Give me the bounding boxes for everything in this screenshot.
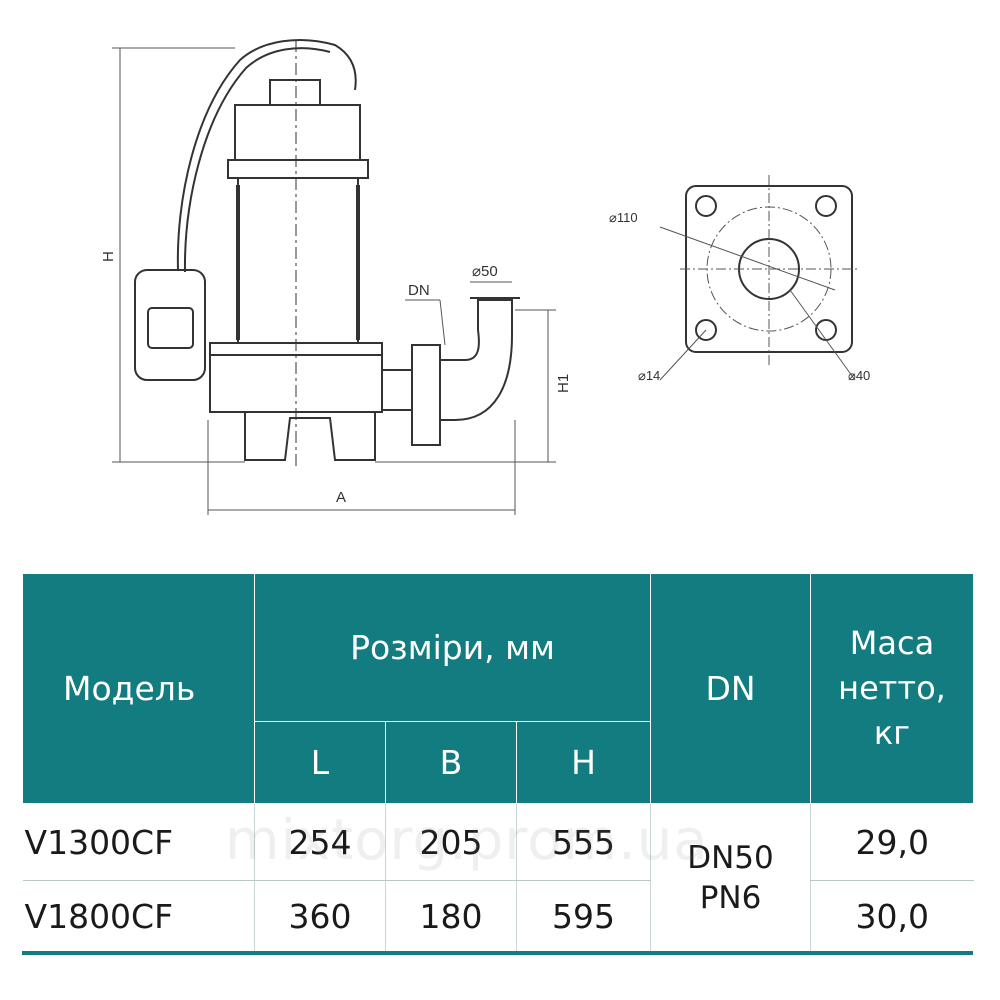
cell-dn: DN50 PN6 bbox=[650, 803, 811, 951]
pump-feet bbox=[244, 412, 376, 461]
cell-mass: 30,0 bbox=[810, 880, 974, 951]
label-bore: ⌀40 bbox=[848, 368, 870, 383]
power-cable bbox=[183, 47, 331, 273]
outlet-flange bbox=[411, 344, 441, 446]
table-row: V1800CF 360 180 595 30,0 bbox=[23, 880, 974, 951]
motor-cap bbox=[234, 104, 361, 161]
cell-dn-line: PN6 bbox=[699, 879, 762, 916]
label-dn: DN bbox=[408, 282, 430, 299]
header-mass: Маса нетто, кг bbox=[810, 573, 974, 804]
cell-h: 595 bbox=[516, 880, 651, 951]
cell-dn-line: DN50 bbox=[687, 839, 774, 876]
cell-l: 254 bbox=[254, 803, 386, 881]
header-mass-line: Маса bbox=[849, 624, 935, 662]
table-row: V1300CF 254 205 555 DN50 PN6 29,0 bbox=[22, 803, 974, 951]
header-dimensions: Розміри, мм bbox=[254, 573, 651, 722]
label-a: A bbox=[336, 489, 346, 506]
cell-b: 205 bbox=[385, 803, 517, 881]
header-mass-line: кг bbox=[873, 714, 911, 752]
header-model: Модель bbox=[22, 573, 255, 804]
pump-technical-drawing: H H1 A DN ⌀50 ⌀110 ⌀14 ⌀40 bbox=[100, 39, 870, 515]
cell-l: 360 bbox=[254, 880, 386, 951]
power-cable bbox=[176, 39, 357, 271]
bolt-hole bbox=[815, 195, 837, 217]
header-dim-b: B bbox=[385, 721, 517, 804]
cell-mass: 29,0 bbox=[810, 803, 974, 881]
outlet-elbow bbox=[440, 299, 513, 421]
table-bottom-rule bbox=[22, 951, 973, 955]
cell-model: V1800CF bbox=[24, 896, 174, 936]
cell-b: 180 bbox=[385, 880, 517, 951]
spec-table: Модель Розміри, мм DN Маса нетто, кг L B… bbox=[22, 573, 974, 951]
label-bolt-hole: ⌀14 bbox=[638, 368, 660, 383]
header-dim-h: H bbox=[516, 721, 651, 804]
header-dn: DN bbox=[650, 573, 811, 804]
cell-model: V1300CF bbox=[22, 803, 255, 881]
pump-housing bbox=[209, 354, 383, 413]
cell-h: 555 bbox=[516, 803, 651, 881]
label-outlet-diameter: ⌀50 bbox=[472, 263, 498, 280]
float-switch bbox=[134, 269, 206, 381]
label-h: H bbox=[100, 251, 117, 262]
motor-body bbox=[237, 177, 359, 344]
header-dim-l: L bbox=[254, 721, 386, 804]
bolt-hole bbox=[695, 195, 717, 217]
label-bolt-circle: ⌀110 bbox=[609, 210, 638, 225]
header-mass-line: нетто, bbox=[838, 669, 946, 707]
bolt-hole bbox=[695, 319, 717, 341]
label-h1: H1 bbox=[555, 374, 572, 393]
